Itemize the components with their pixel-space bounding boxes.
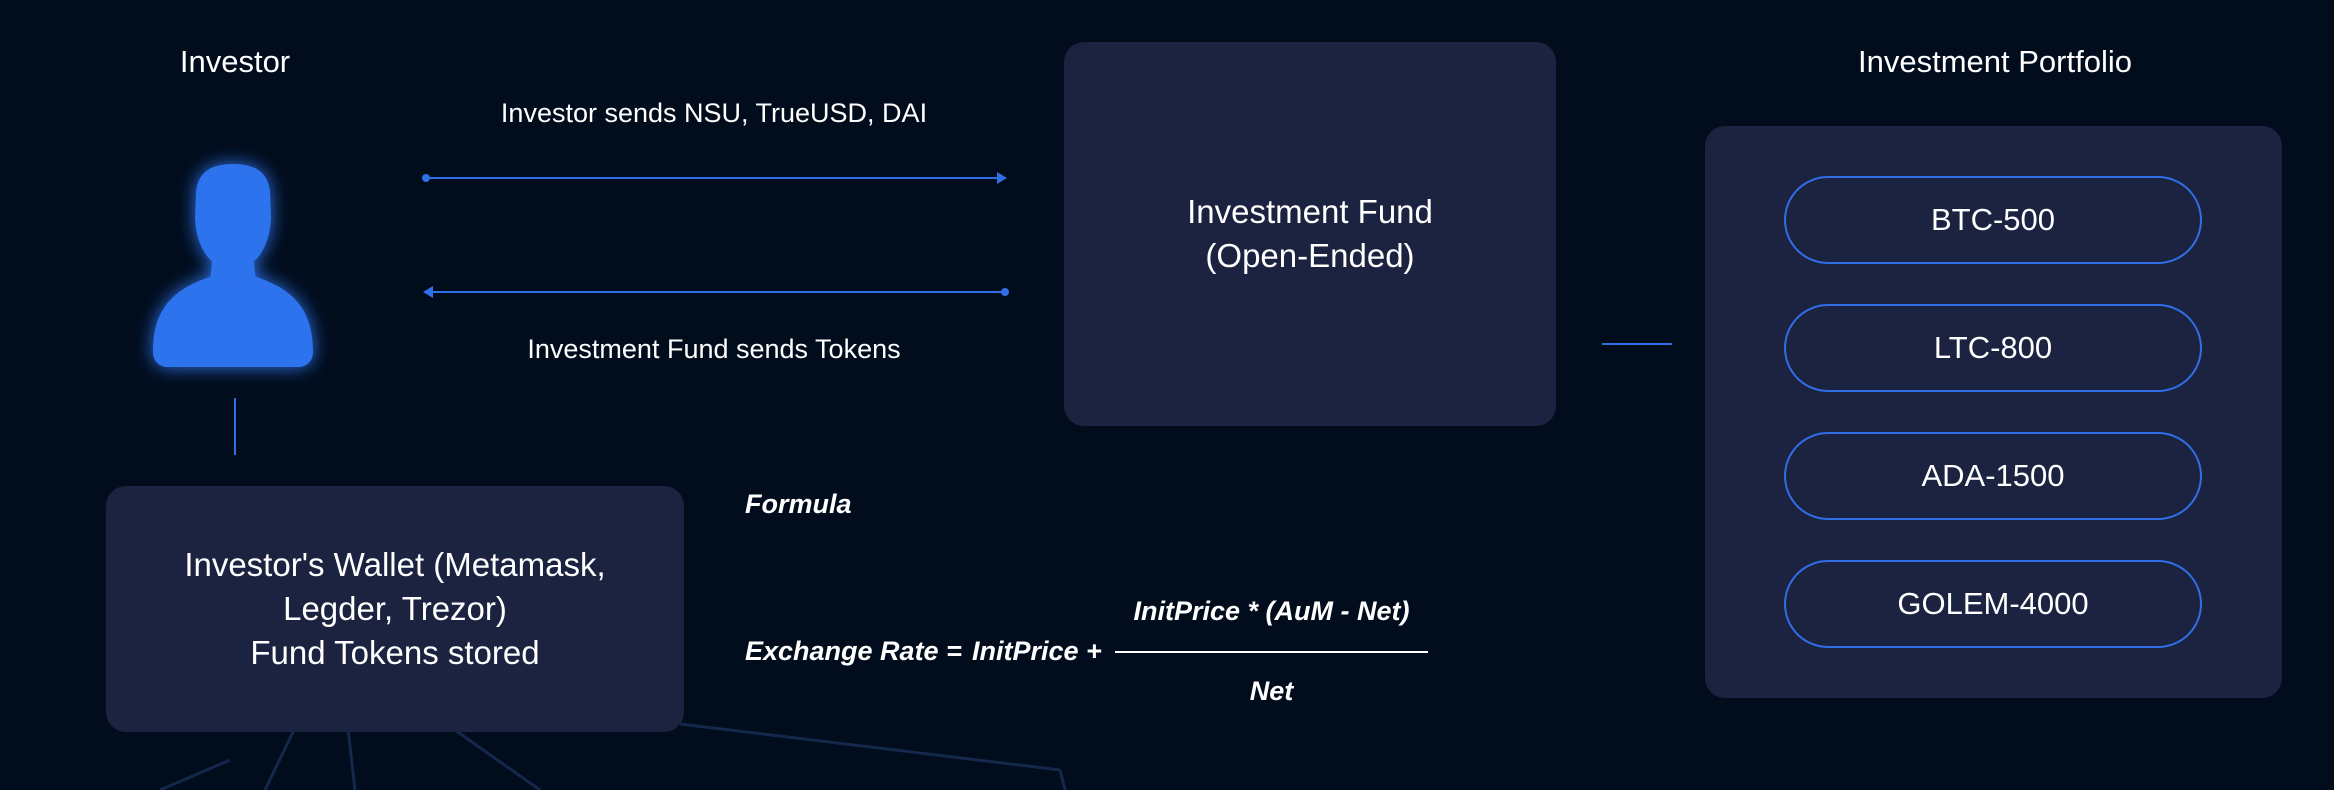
- arrow-to-investor: [423, 286, 1009, 298]
- fund-title: Investment Fund: [1187, 193, 1433, 230]
- investor-wallet-box: Investor's Wallet (Metamask, Legder, Tre…: [106, 486, 684, 732]
- background-network-lines: [159, 722, 1067, 790]
- portfolio-title: Investment Portfolio: [1858, 44, 2132, 79]
- asset-pill-btc: BTC-500: [1784, 176, 2202, 264]
- wallet-line-1: Investor's Wallet (Metamask,: [184, 546, 606, 583]
- wallet-line-3: Fund Tokens stored: [250, 634, 540, 671]
- send-tokens-label: Investment Fund sends Tokens: [527, 334, 901, 364]
- asset-pill-ltc: LTC-800: [1784, 304, 2202, 392]
- asset-pill-golem: GOLEM-4000: [1784, 560, 2202, 648]
- investor-label: Investor: [179, 44, 291, 79]
- send-currency-label: Investor sends NSU, TrueUSD, DAI: [500, 98, 928, 128]
- formula-denominator: Net: [1249, 676, 1294, 706]
- investment-fund-box: Investment Fund (Open-Ended): [1064, 42, 1556, 426]
- wallet-line-2: Legder, Trezor): [283, 590, 507, 627]
- portfolio-panel: BTC-500 LTC-800 ADA-1500 GOLEM-4000: [1705, 126, 2282, 698]
- user-icon: [153, 164, 313, 367]
- formula-lhs: Exchange Rate =: [745, 636, 962, 666]
- formula-heading: Formula: [745, 489, 852, 519]
- formula-term: InitPrice +: [972, 636, 1102, 666]
- fund-subtitle: (Open-Ended): [1205, 237, 1415, 274]
- arrow-to-fund: [422, 172, 1007, 184]
- formula-numerator: InitPrice * (AuM - Net): [1133, 596, 1410, 626]
- asset-pill-ada: ADA-1500: [1784, 432, 2202, 520]
